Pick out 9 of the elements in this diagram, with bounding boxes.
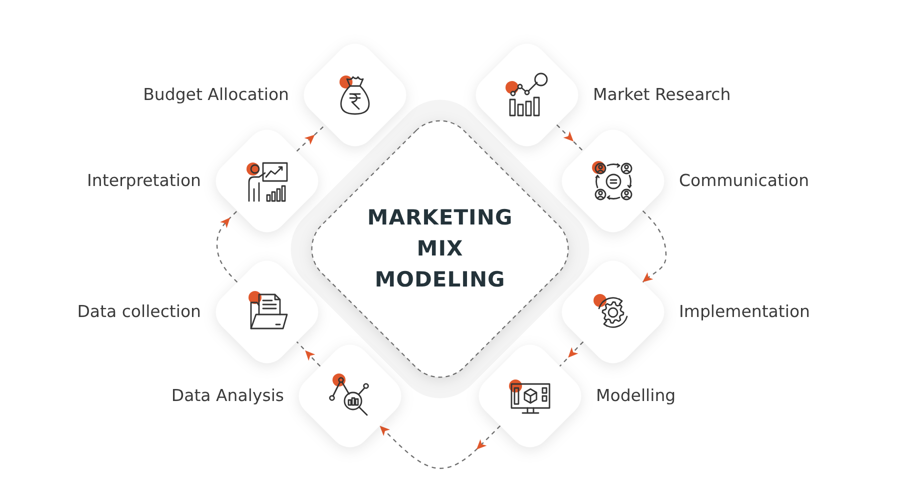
- step-label: Modelling: [596, 386, 676, 406]
- step-label: Data collection: [77, 302, 201, 322]
- step-label: Communication: [679, 171, 810, 191]
- step-label: Budget Allocation: [143, 85, 289, 105]
- center-title: MARKETING MIX MODELING: [366, 204, 514, 294]
- step-label: Interpretation: [87, 171, 201, 191]
- step-label: Implementation: [679, 302, 810, 322]
- step-label: Data Analysis: [171, 386, 284, 406]
- step-label: Market Research: [593, 85, 731, 105]
